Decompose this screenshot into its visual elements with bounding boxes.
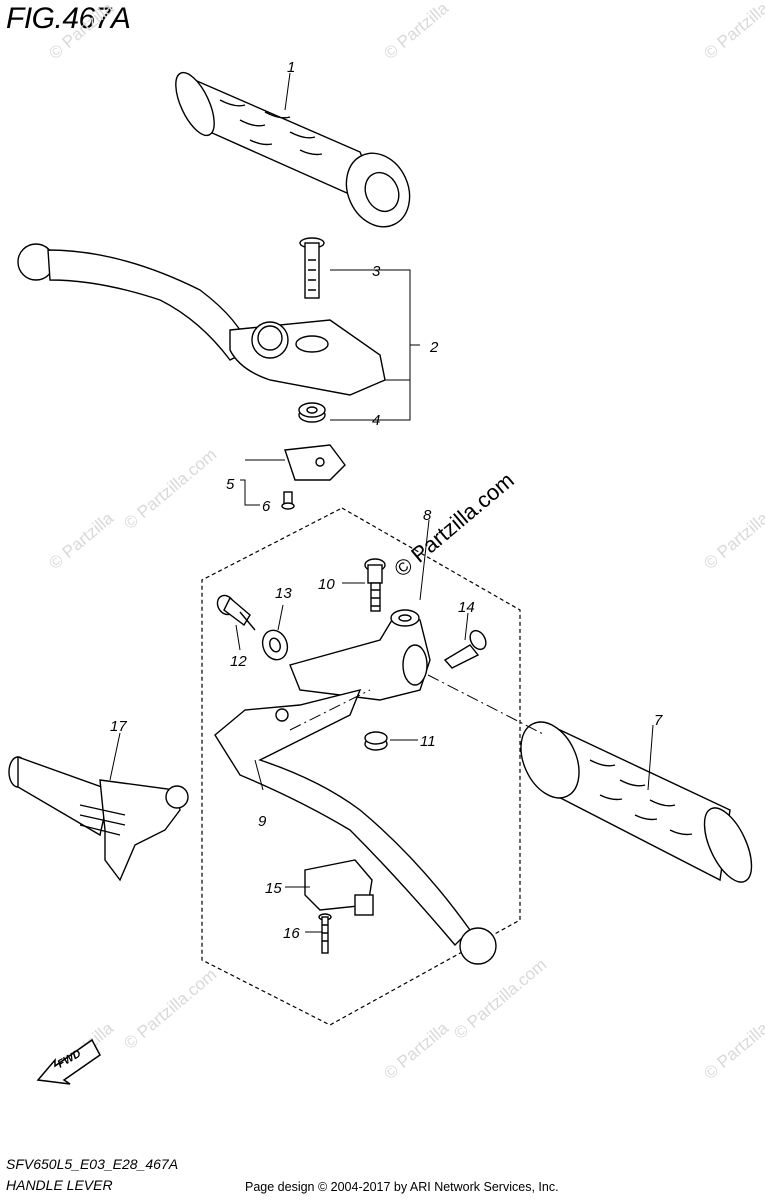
- part-grip-7: [520, 721, 753, 883]
- callout-9: 9: [258, 813, 267, 830]
- watermark: © Partzilla: [700, 0, 765, 63]
- watermark: © Partzilla: [45, 0, 117, 63]
- part-switch-5: [284, 444, 346, 481]
- figure-name: HANDLE LEVER: [6, 1177, 113, 1193]
- part-switch-15: [304, 859, 374, 916]
- callout-6: 6: [262, 498, 271, 515]
- callout-4: 4: [372, 412, 380, 429]
- callout-15: 15: [265, 880, 282, 897]
- part-screw-14: [443, 629, 487, 669]
- callout-13: 13: [275, 585, 292, 602]
- part-bolt-12: [216, 594, 256, 631]
- watermark: © Partzilla: [700, 1018, 765, 1083]
- part-washer-13: [261, 629, 289, 661]
- watermark-layer: © Partzilla © Partzilla © Partzilla © Pa…: [45, 0, 765, 1083]
- callout-layer: 1 2 3 4 5 6 7 8 9 10 11 12 13 14 15 16 1…: [110, 59, 663, 942]
- watermark: © Partzilla: [380, 1018, 452, 1083]
- part-nut-11: [364, 731, 388, 751]
- part-lever-17: [8, 756, 189, 882]
- callout-3: 3: [372, 263, 381, 280]
- callout-7: 7: [654, 712, 663, 729]
- part-clutch-holder-8: [289, 609, 431, 701]
- centerline: [427, 674, 546, 736]
- callout-11: 11: [420, 733, 436, 750]
- centerline: [289, 689, 371, 731]
- part-screw-16: [318, 913, 332, 954]
- watermark: © Partzilla.com: [120, 965, 220, 1053]
- part-bolt-3: [299, 237, 325, 299]
- callout-8: 8: [423, 507, 432, 524]
- callout-2: 2: [429, 339, 439, 356]
- watermark: © Partzilla: [380, 0, 452, 63]
- callout-17: 17: [110, 718, 127, 735]
- callout-16: 16: [283, 925, 300, 942]
- callout-14: 14: [458, 599, 475, 616]
- part-screw-6: [281, 491, 295, 510]
- figure-title: FIG.467A: [6, 2, 131, 35]
- callout-12: 12: [230, 653, 247, 670]
- watermark: © Partzilla: [45, 508, 117, 573]
- watermark-large: © Partzilla.com: [389, 467, 519, 581]
- watermark: © Partzilla: [700, 508, 765, 573]
- part-grip-1: [175, 71, 411, 228]
- fwd-arrow-icon: FWD: [36, 1038, 101, 1085]
- leader-lines: [109, 72, 654, 933]
- assembly-frame: [201, 507, 521, 1026]
- part-bolt-10: [364, 558, 386, 612]
- watermark: © Partzilla.com: [120, 445, 220, 533]
- callout-5: 5: [226, 476, 235, 493]
- part-brake-lever-2: [17, 243, 386, 396]
- part-clutch-lever-9: [214, 688, 497, 965]
- callout-1: 1: [287, 59, 295, 76]
- figure-code: SFV650L5_E03_E28_467A: [6, 1156, 179, 1172]
- part-nut-4: [298, 402, 326, 423]
- watermark: © Partzilla.com: [450, 955, 550, 1043]
- copyright-notice: Page design © 2004-2017 by ARI Network S…: [245, 1180, 559, 1194]
- callout-10: 10: [318, 576, 335, 593]
